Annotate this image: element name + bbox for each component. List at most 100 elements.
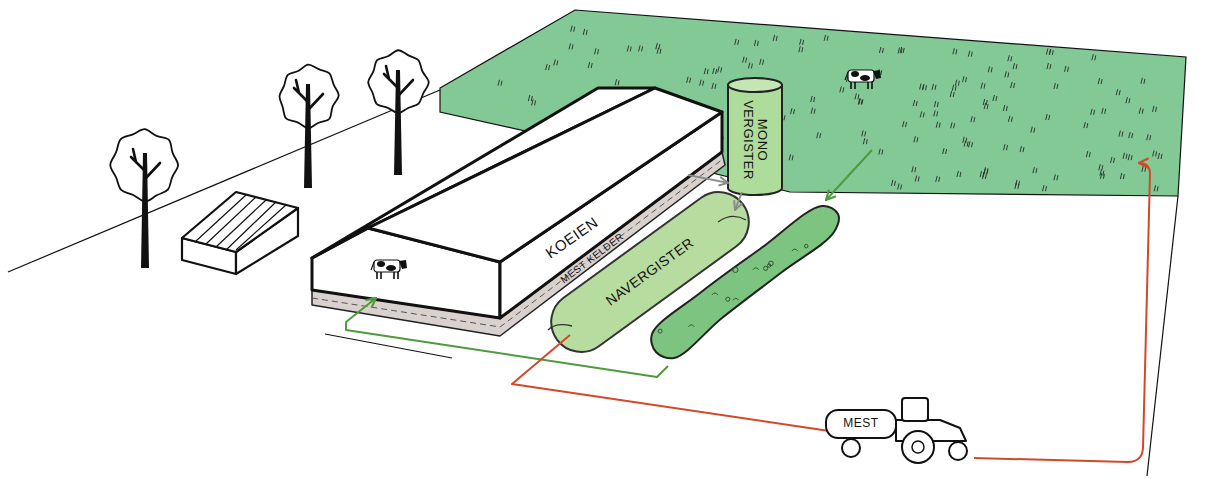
digestate-heap xyxy=(651,206,839,358)
tank xyxy=(826,410,896,438)
grass-mark xyxy=(900,47,904,53)
grass-mark xyxy=(735,39,739,45)
grass-mark xyxy=(1141,78,1145,84)
grass-mark xyxy=(1120,173,1124,179)
tank-label: MEST xyxy=(843,417,878,430)
grass-mark xyxy=(934,101,938,107)
cow-icon xyxy=(845,70,881,89)
wheel xyxy=(842,439,860,457)
feed-arrow xyxy=(826,150,872,200)
grass-mark xyxy=(588,62,592,68)
tractor xyxy=(826,398,967,463)
post-digester-bag: NAVERGISTER xyxy=(555,210,755,335)
heap-lump xyxy=(764,266,768,270)
grass-mark xyxy=(1129,132,1133,138)
grass-mark xyxy=(554,59,558,65)
tree-branch xyxy=(384,66,413,96)
grass-mark xyxy=(932,84,936,90)
grass-mark xyxy=(964,141,968,147)
grass-mark xyxy=(953,48,957,54)
grass-mark xyxy=(1100,173,1104,179)
heap-lump xyxy=(753,268,759,270)
grass-mark xyxy=(969,141,973,147)
grass-mark xyxy=(1033,167,1037,173)
grass-mark xyxy=(898,184,902,190)
grass-mark xyxy=(704,68,708,74)
grass-mark xyxy=(1011,82,1015,88)
grass-mark xyxy=(981,83,985,89)
grass-mark xyxy=(791,108,795,114)
grass-mark xyxy=(760,59,764,65)
flow-arrow xyxy=(688,175,728,183)
grass-mark xyxy=(700,80,704,86)
grass-mark xyxy=(982,173,986,179)
tank-label: MONO VERGISTER xyxy=(741,100,770,180)
grass-mark xyxy=(1003,105,1007,111)
roof-stripes xyxy=(196,195,286,250)
grass-mark xyxy=(639,45,643,51)
grass-mark xyxy=(657,48,661,54)
digester-body xyxy=(728,85,782,195)
grass-mark xyxy=(862,130,866,136)
grass-mark xyxy=(858,99,862,105)
wheel xyxy=(902,431,934,463)
grass-mark xyxy=(1142,166,1146,172)
grass-mark xyxy=(817,132,821,138)
shed xyxy=(182,192,298,274)
grass-mark xyxy=(595,48,599,54)
grass-mark xyxy=(1128,154,1132,160)
grass-mark xyxy=(1008,116,1012,122)
heap-lump xyxy=(733,298,739,300)
tractor-cab xyxy=(902,398,928,421)
cow-head xyxy=(873,70,881,79)
grass-mark xyxy=(1046,114,1050,120)
grass-mark xyxy=(799,46,803,52)
grass-mark xyxy=(950,91,954,97)
grass-mark xyxy=(936,176,940,182)
tree-branch xyxy=(294,80,323,110)
grass-mark xyxy=(863,138,867,144)
digester-top xyxy=(728,78,782,92)
grass-mark xyxy=(913,100,917,106)
cow-patch xyxy=(377,261,385,267)
tree-branch xyxy=(131,149,160,179)
grass-mark xyxy=(957,171,961,177)
grass-mark xyxy=(754,40,758,46)
grass-mark xyxy=(1084,122,1088,128)
grass-mark xyxy=(1098,78,1102,84)
grass-mark xyxy=(920,111,924,117)
grass-mark xyxy=(1111,157,1115,163)
heap-lump xyxy=(658,329,662,333)
grass-mark xyxy=(546,64,550,70)
heap-lump xyxy=(792,249,798,251)
cow-patch xyxy=(860,75,870,81)
grass-mark xyxy=(1086,151,1090,157)
cow-tail xyxy=(845,72,848,80)
grass-mark xyxy=(713,68,717,74)
flow-arrow xyxy=(735,192,742,210)
grass-mark xyxy=(498,80,502,86)
grass-mark xyxy=(1153,150,1157,156)
grass-mark xyxy=(943,148,947,154)
grass-mark xyxy=(971,116,975,122)
tree xyxy=(368,50,429,175)
grass-mark xyxy=(903,121,907,127)
grass-mark xyxy=(687,77,691,83)
grass-mark xyxy=(627,46,631,52)
heap-lump xyxy=(767,264,770,267)
manure-tanker: MEST xyxy=(826,410,896,438)
grass-mark xyxy=(988,66,992,72)
grass-mark xyxy=(993,95,997,101)
grass-mark xyxy=(811,108,815,114)
grass-mark xyxy=(824,35,828,41)
grass-mark xyxy=(1004,144,1008,150)
grass-mark xyxy=(656,43,660,49)
grass-mark xyxy=(583,29,587,35)
grass-mark xyxy=(569,43,573,49)
grass-mark xyxy=(1154,185,1158,191)
grass-mark xyxy=(1100,170,1104,176)
heap-lump xyxy=(712,293,718,295)
grass-mark xyxy=(840,86,844,92)
grass-mark xyxy=(1092,54,1096,60)
grass-mark xyxy=(1099,164,1103,170)
